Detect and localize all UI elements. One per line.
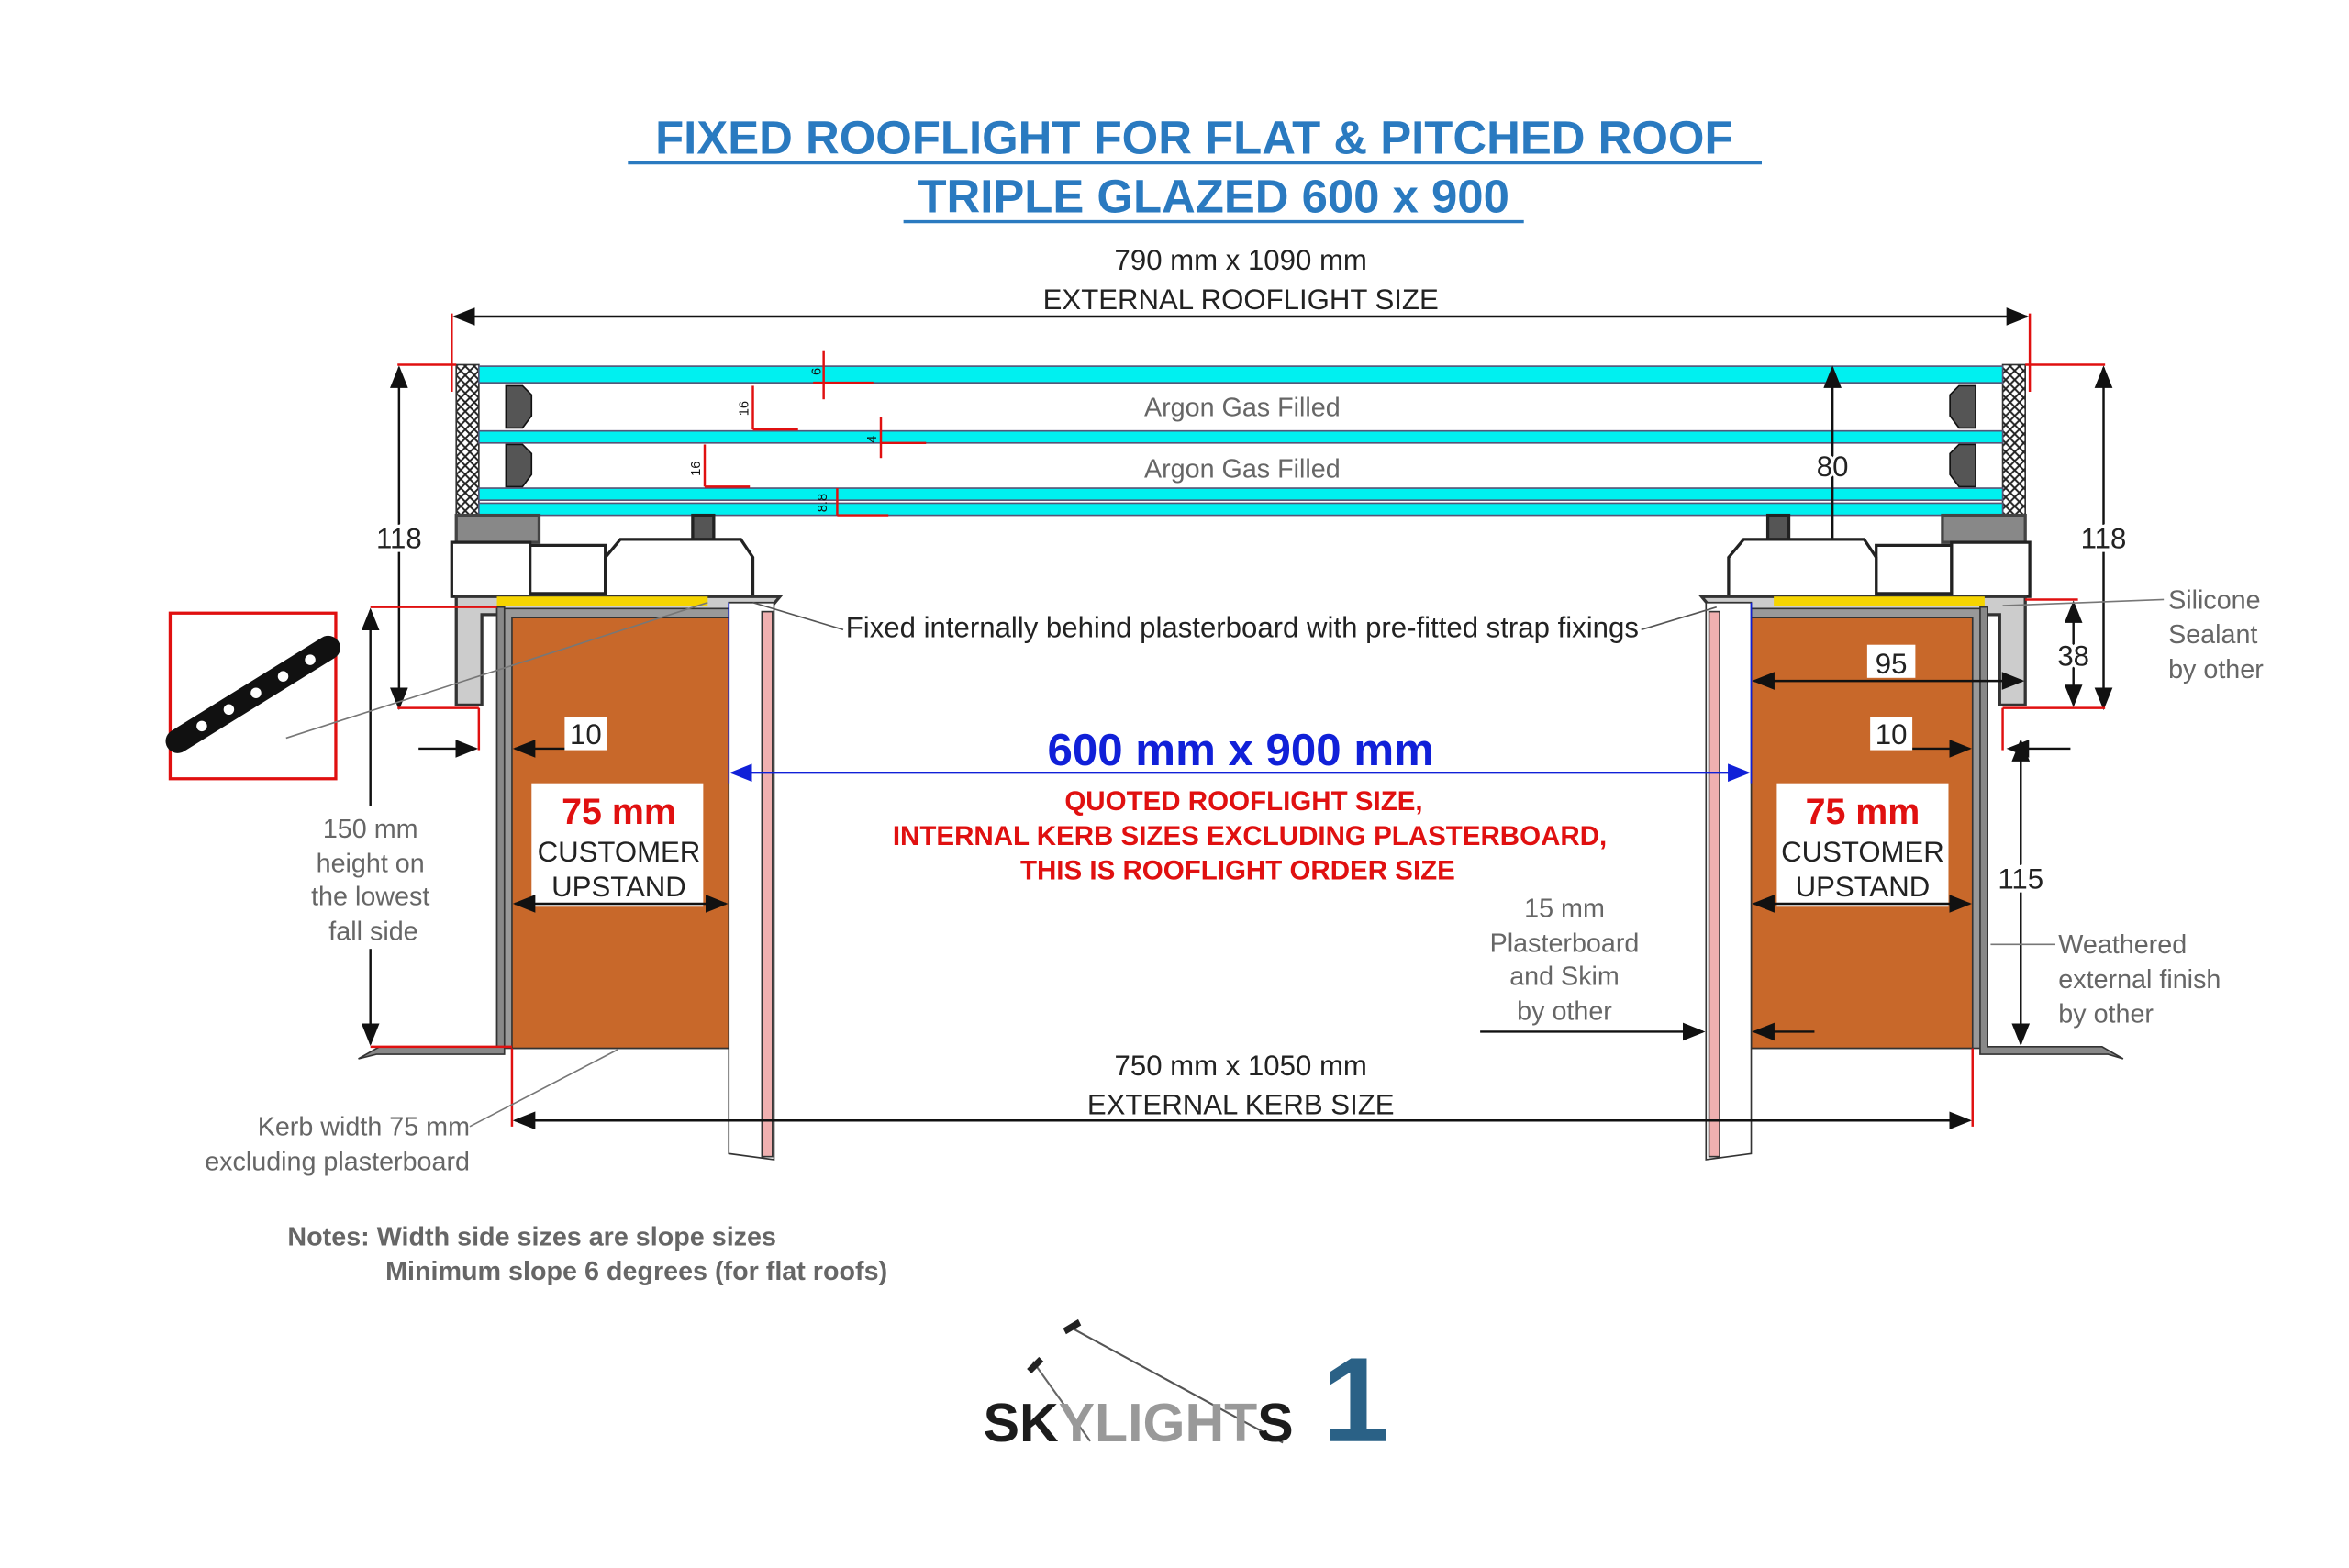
svg-text:Kerb width 75 mm: Kerb width 75 mm	[258, 1113, 470, 1142]
logo-number: 1	[1322, 1332, 1389, 1467]
notes-line-2: Minimum slope 6 degrees (for flat roofs)	[385, 1257, 887, 1286]
argon-label-2: Argon Gas Filled	[1144, 455, 1341, 484]
svg-text:CUSTOMER: CUSTOMER	[538, 836, 701, 868]
dim-outer-pane: 6	[809, 368, 824, 375]
argon-label-1: Argon Gas Filled	[1144, 393, 1341, 422]
weathered-label: Weathered external finish by other	[1990, 930, 2221, 1029]
svg-text:Weathered: Weathered	[2058, 930, 2187, 960]
svg-text:by other: by other	[2058, 1000, 2154, 1029]
svg-text:Sealant: Sealant	[2168, 620, 2257, 650]
svg-text:external finish: external finish	[2058, 965, 2221, 995]
spacer-icon	[1949, 443, 1976, 488]
svg-text:the lowest: the lowest	[311, 883, 429, 912]
quoted-line-1: QUOTED ROOFLIGHT SIZE,	[1064, 786, 1422, 817]
svg-text:fall side: fall side	[328, 917, 417, 946]
dim-left-10: 10	[570, 718, 602, 751]
spacer-icon	[505, 384, 533, 429]
dim-unit-height: 80	[1817, 450, 1849, 483]
dim-cavity-b: 16	[689, 461, 704, 475]
quoted-line-3: THIS IS ROOFLIGHT ORDER SIZE	[1020, 856, 1455, 886]
dim-right-95: 95	[1876, 648, 1908, 680]
dim-inner-pane: 8.8	[816, 494, 830, 513]
external-kerb-label: EXTERNAL KERB SIZE	[1087, 1089, 1395, 1121]
svg-text:CUSTOMER: CUSTOMER	[1781, 836, 1944, 868]
svg-text:UPSTAND: UPSTAND	[551, 871, 686, 903]
svg-text:by other: by other	[1517, 996, 1612, 1026]
glazing-unit: Argon Gas Filled Argon Gas Filled 6 16 4…	[455, 350, 2026, 599]
external-rooflight-label: EXTERNAL ROOFLIGHT SIZE	[1043, 284, 1439, 316]
height-note: 150 mm height on the lowest fall side	[311, 815, 429, 947]
logo-wordmark: SKYLIGHTS	[984, 1393, 1294, 1453]
external-kerb-size: 750 mm x 1050 mm	[1115, 1050, 1367, 1082]
title-line-2: TRIPLE GLAZED 600 x 900	[918, 171, 1508, 223]
upstand-right: 75 mm CUSTOMER UPSTAND	[1752, 783, 1972, 913]
svg-text:150 mm: 150 mm	[323, 815, 418, 844]
svg-text:Silicone: Silicone	[2168, 585, 2261, 615]
dim-frame-height-left: 118	[376, 523, 422, 555]
upstand-left: 75 mm CUSTOMER UPSTAND	[512, 783, 729, 913]
strap-fixing-inset	[165, 601, 708, 781]
kerb-width-label: Kerb width 75 mm excluding plasterboard	[205, 1049, 618, 1176]
middle-pane	[478, 429, 2004, 444]
dim-cavity-a: 16	[738, 401, 752, 416]
inner-pane-b	[478, 502, 2004, 517]
plasterboard-label: 15 mm Plasterboard and Skim by other	[1480, 895, 1815, 1041]
svg-text:75 mm: 75 mm	[1806, 792, 1920, 832]
fixing-label: Fixed internally behind plasterboard wit…	[846, 612, 1639, 644]
spacer-icon	[505, 443, 533, 488]
silicone-label: Silicone Sealant by other	[2002, 585, 2264, 684]
quoted-line-2: INTERNAL KERB SIZES EXCLUDING PLASTERBOA…	[893, 821, 1607, 851]
inner-pane-a	[478, 487, 2004, 501]
svg-text:height on: height on	[317, 850, 425, 879]
svg-text:15 mm: 15 mm	[1524, 895, 1605, 924]
svg-text:and Skim: and Skim	[1509, 962, 1620, 992]
outer-pane	[478, 365, 2004, 384]
svg-text:UPSTAND: UPSTAND	[1796, 871, 1931, 903]
dim-right-38: 38	[2057, 640, 2089, 673]
notes-line-1: Notes: Width side sizes are slope sizes	[287, 1222, 776, 1251]
title: FIXED ROOFLIGHT FOR FLAT & PITCHED ROOF …	[628, 112, 1762, 224]
skylights1-logo: SKYLIGHTS 1	[984, 1318, 1389, 1467]
dim-middle-pane: 4	[865, 436, 880, 443]
dim-right-10: 10	[1876, 718, 1908, 751]
title-line-1: FIXED ROOFLIGHT FOR FLAT & PITCHED ROOF	[655, 112, 1732, 164]
spacer-icon	[1949, 384, 1976, 429]
svg-text:75 mm: 75 mm	[562, 792, 676, 832]
svg-text:excluding plasterboard: excluding plasterboard	[205, 1147, 470, 1176]
external-rooflight-size: 790 mm x 1090 mm	[1115, 244, 1367, 276]
dim-right-115: 115	[1998, 863, 2043, 895]
svg-text:by other: by other	[2168, 655, 2264, 684]
quoted-size: 600 mm x 900 mm	[1048, 725, 1434, 775]
dim-frame-height-right: 118	[2081, 523, 2127, 555]
svg-text:Plasterboard: Plasterboard	[1490, 929, 1640, 958]
